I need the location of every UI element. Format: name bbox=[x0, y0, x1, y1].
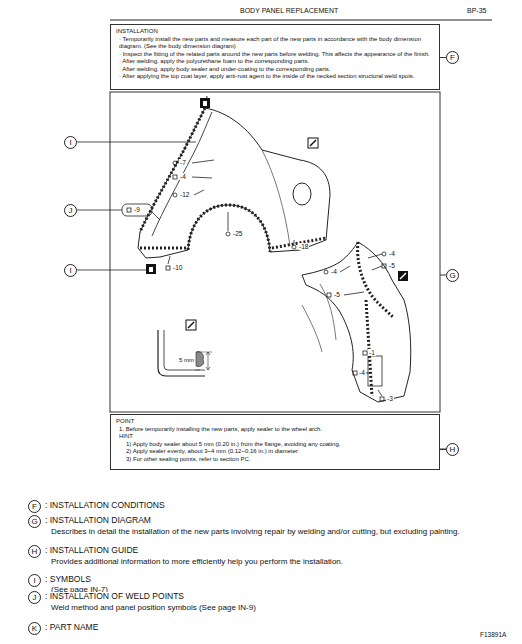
circle-letter: H bbox=[32, 547, 38, 556]
page-title: BODY PANEL REPLACEMENT bbox=[240, 7, 338, 14]
circle-letter: I bbox=[69, 138, 71, 147]
circle-letter: G bbox=[31, 517, 37, 526]
dimension: 5 mm bbox=[178, 357, 195, 364]
panel-text: HINT bbox=[116, 433, 434, 441]
legend-item: : INSTALLATION DIAGRAM bbox=[44, 516, 152, 526]
letter-circle: H bbox=[28, 545, 41, 558]
letter-circle: F bbox=[446, 51, 459, 64]
panel-text: · Temporarily install the new parts and … bbox=[116, 36, 434, 51]
letter-circle: K bbox=[28, 622, 41, 635]
legend-item: : INSTALLATION CONDITIONS bbox=[44, 501, 166, 511]
callout-number: -18 bbox=[298, 243, 309, 250]
callout-number: -4 bbox=[330, 268, 338, 275]
letter-circle: G bbox=[28, 515, 41, 528]
callout-number: -4 bbox=[388, 250, 396, 257]
panel-text: · After welding, apply the polyurethane … bbox=[116, 58, 434, 66]
page-number: BP-35 bbox=[466, 7, 487, 15]
circle-letter: F bbox=[32, 502, 37, 511]
letter-circle: G bbox=[446, 269, 459, 282]
letter-circle: J bbox=[28, 591, 41, 604]
panel-text: 1. Before temporarily installing the new… bbox=[116, 426, 434, 434]
panel-text: · After applying the top coat layer, app… bbox=[116, 73, 434, 81]
callout-number: -4 bbox=[179, 173, 187, 180]
circle-letter: J bbox=[69, 206, 73, 215]
circle-letter: J bbox=[33, 593, 37, 602]
panel-text: 1) Apply body sealer about 5 mm (0.20 in… bbox=[116, 441, 434, 449]
circle-letter: K bbox=[32, 624, 37, 633]
panel-text: 3) For other sealing points, refer to se… bbox=[116, 456, 434, 464]
panel-text: · Inspect the fitting of the related par… bbox=[116, 51, 434, 59]
legend-item: : INSTALLATION OF WELD POINTS bbox=[44, 592, 185, 602]
circle-letter: G bbox=[449, 271, 455, 280]
circle-letter: H bbox=[450, 445, 456, 454]
circle-letter: I bbox=[69, 266, 71, 275]
text-panel: POINT1. Before temporarily installing th… bbox=[110, 414, 440, 470]
legend-note: Weld method and panel position symbols (… bbox=[50, 603, 257, 612]
panel-heading: POINT bbox=[116, 418, 434, 426]
callout-number: -10 bbox=[172, 264, 183, 271]
callout-number: -12 bbox=[179, 191, 190, 198]
callout-number: -3 bbox=[386, 395, 394, 402]
figure-code: F13891A bbox=[480, 631, 506, 638]
callout-number: -5 bbox=[333, 291, 341, 298]
legend-item: : INSTALLATION GUIDE bbox=[44, 546, 139, 556]
legend-item: : PART NAME bbox=[44, 623, 99, 633]
letter-circle: F bbox=[28, 500, 41, 513]
callout-number: -9 bbox=[133, 206, 141, 213]
letter-circle: I bbox=[28, 574, 41, 587]
legend-note: Provides additional information to more … bbox=[50, 557, 344, 566]
panel-text: · After welding, apply body sealer and u… bbox=[116, 66, 434, 74]
letter-circle: I bbox=[64, 264, 77, 277]
legend-note: Describes in detail the installation of … bbox=[50, 527, 472, 536]
callout-number: -1 bbox=[368, 349, 376, 356]
callout-number: -4 bbox=[358, 369, 366, 376]
panel-text: 2) Apply sealer evenly, about 3~4 mm (0.… bbox=[116, 448, 434, 456]
letter-circle: H bbox=[446, 443, 459, 456]
callout-number: -25 bbox=[232, 230, 243, 237]
callout-number: -7 bbox=[179, 159, 187, 166]
letter-circle: I bbox=[64, 136, 77, 149]
text-panel: INSTALLATION· Temporarily install the ne… bbox=[110, 24, 440, 90]
callout-number: -5 bbox=[388, 262, 396, 269]
circle-letter: F bbox=[450, 53, 455, 62]
letter-circle: J bbox=[64, 204, 77, 217]
panel-heading: INSTALLATION bbox=[116, 28, 434, 36]
circle-letter: I bbox=[33, 576, 35, 585]
legend-item: : SYMBOLS bbox=[44, 575, 92, 585]
